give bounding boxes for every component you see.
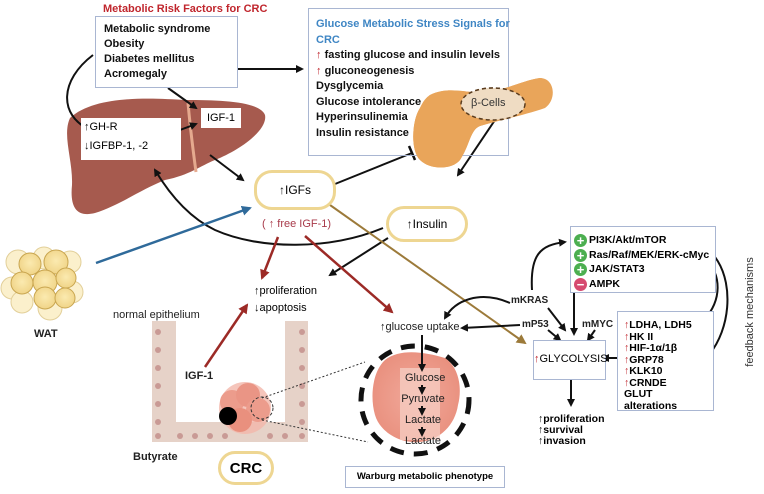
plus-icon: + bbox=[574, 263, 587, 276]
pancreas-overlay bbox=[413, 78, 553, 168]
arrow-liver-to-igfs bbox=[209, 154, 245, 182]
enzyme-item: ↑HK II bbox=[624, 330, 654, 343]
arrow-ghr-to-igf1 bbox=[179, 122, 198, 131]
stress-item: Dysglycemia bbox=[316, 80, 384, 92]
arrow-igf1-to-glucose-uptake bbox=[304, 235, 394, 314]
arrow-mp53-to-glycolysis bbox=[547, 329, 562, 342]
stress-item: ↑ gluconeogenesis bbox=[316, 64, 415, 77]
warburg-label-box: Warburg metabolic phenotype bbox=[345, 466, 505, 488]
pathway-item: +Ras/Raf/MEK/ERK-cMyc bbox=[574, 248, 712, 263]
arrow-beta-to-insulin bbox=[456, 119, 496, 177]
glycolysis-box: ↑GLYCOLYSIS bbox=[533, 340, 608, 380]
warburg-step-pyruvate: Pyruvate bbox=[401, 393, 445, 405]
pathway-item: +JAK/STAT3 bbox=[574, 262, 712, 277]
arrow-igf1-to-proliferation bbox=[260, 236, 280, 280]
tumor-cluster bbox=[219, 382, 274, 434]
arrow-wat-to-igfs bbox=[95, 205, 252, 265]
arrow-risk-to-igf1 bbox=[167, 87, 198, 110]
wat-illustration bbox=[0, 246, 84, 321]
outcome-item: ↑survival bbox=[538, 424, 583, 436]
arrow-mkras-to-glycolysis bbox=[547, 307, 567, 332]
beta-cells-region bbox=[460, 87, 526, 121]
ghr-label: GH-R bbox=[89, 121, 118, 133]
glucose-uptake-label: ↑glucose uptake bbox=[380, 321, 460, 333]
igfs-node: ↑IGFs bbox=[254, 170, 336, 210]
risk-factor-item: Metabolic syndrome bbox=[104, 23, 211, 35]
stress-item: Insulin resistance bbox=[316, 126, 409, 139]
plus-icon: + bbox=[574, 248, 587, 262]
outcome-item: ↑proliferation bbox=[538, 413, 605, 425]
igfbp-label: IGFBP-1, -2 bbox=[89, 140, 149, 152]
butyrate-label: Butyrate bbox=[133, 451, 178, 463]
risk-factors-box: Metabolic syndrome Obesity Diabetes mell… bbox=[95, 16, 238, 88]
epithelium-igf1-label: IGF-1 bbox=[185, 370, 214, 382]
stress-signals-box: Glucose Metabolic Stress Signals for CRC… bbox=[308, 8, 510, 156]
liver-receptor-box: ↑GH-R ↓IGFBP-1, -2 bbox=[81, 118, 181, 160]
inhibit-igfs-pancreas bbox=[334, 152, 413, 185]
stress-item: Hyperinsulinemia bbox=[316, 111, 408, 123]
warburg-step-glucose: Glucose bbox=[405, 372, 446, 384]
enzyme-item: GLUT alterations bbox=[624, 388, 678, 412]
warburg-step-lactate: Lactate bbox=[404, 414, 442, 426]
feedback-mechanisms-label: feedback mechanisms bbox=[744, 257, 756, 367]
crc-node: CRC bbox=[218, 451, 274, 485]
enzyme-item: ↑KLK10 bbox=[624, 365, 663, 377]
insulin-node: ↑Insulin bbox=[386, 206, 468, 242]
arrow-insulin-to-proliferation bbox=[328, 237, 389, 277]
mmyc-label: mMYC bbox=[582, 319, 614, 330]
stress-title-2: CRC bbox=[316, 33, 340, 46]
warburg-cell bbox=[358, 343, 472, 457]
beta-cells-label: β-Cells bbox=[471, 97, 506, 109]
enzyme-item: ↑LDHA, LDH5 bbox=[624, 319, 692, 331]
outcomes-list: ↑proliferation ↑survival ↑invasion bbox=[538, 414, 605, 447]
igfs-label: IGFs bbox=[285, 183, 311, 197]
minus-icon: − bbox=[574, 277, 587, 291]
arrow-mkras-to-pathways bbox=[530, 238, 567, 291]
mp53-label: mP53 bbox=[522, 319, 549, 330]
arrow-epithelium-igf1 bbox=[203, 303, 249, 368]
arrow-igfs-to-glycolysis bbox=[329, 204, 527, 345]
pathways-box: +PI3K/Akt/mTOR +Ras/Raf/MEK/ERK-cMyc +JA… bbox=[570, 226, 716, 293]
insulin-label: Insulin bbox=[412, 217, 448, 231]
free-igf1-label: ( ↑ free IGF-1) bbox=[262, 218, 332, 230]
pathway-item: −AMPK bbox=[574, 277, 712, 292]
risk-factor-item: Diabetes mellitus bbox=[104, 53, 195, 65]
cell-effects: ↑proliferation ↓apoptosis bbox=[254, 285, 317, 314]
outcome-item: ↑invasion bbox=[538, 435, 586, 447]
mkras-label: mKRAS bbox=[511, 295, 549, 306]
arrow-mmyc-to-glycolysis bbox=[586, 329, 596, 342]
enzyme-item: ↑CRNDE bbox=[624, 376, 667, 389]
igf1-liver-label: IGF-1 bbox=[201, 108, 241, 128]
stress-item: ↑ fasting glucose and insulin levels bbox=[316, 49, 500, 61]
epithelium-illustration bbox=[152, 321, 308, 442]
zoom-line-top bbox=[261, 361, 366, 399]
wat-label: WAT bbox=[34, 328, 58, 340]
arrow-mp53-to-glucose bbox=[460, 323, 521, 332]
enzyme-item: ↑GRP78 bbox=[624, 353, 664, 366]
enzymes-box: ↑LDHA, LDH5 ↑HK II ↑HIF-1α/1β ↑GRP78 ↑KL… bbox=[617, 311, 714, 411]
arrow-insulin-to-liver bbox=[153, 168, 384, 246]
warburg-lactate-out: Lactate bbox=[404, 435, 442, 447]
stress-title: Glucose Metabolic Stress Signals for bbox=[316, 18, 510, 30]
plus-icon: + bbox=[574, 234, 587, 247]
pathway-item: +PI3K/Akt/mTOR bbox=[574, 233, 712, 248]
enzyme-item: ↑HIF-1α/1β bbox=[624, 342, 678, 354]
risk-factor-item: Acromegaly bbox=[104, 68, 167, 80]
risk-factors-title: Metabolic Risk Factors for CRC bbox=[103, 3, 268, 15]
arrow-mkras-to-glucose bbox=[444, 296, 511, 320]
stress-item: Glucose intolerance bbox=[316, 95, 422, 108]
normal-epithelium-label: normal epithelium bbox=[113, 309, 200, 321]
risk-factor-item: Obesity bbox=[104, 38, 145, 50]
